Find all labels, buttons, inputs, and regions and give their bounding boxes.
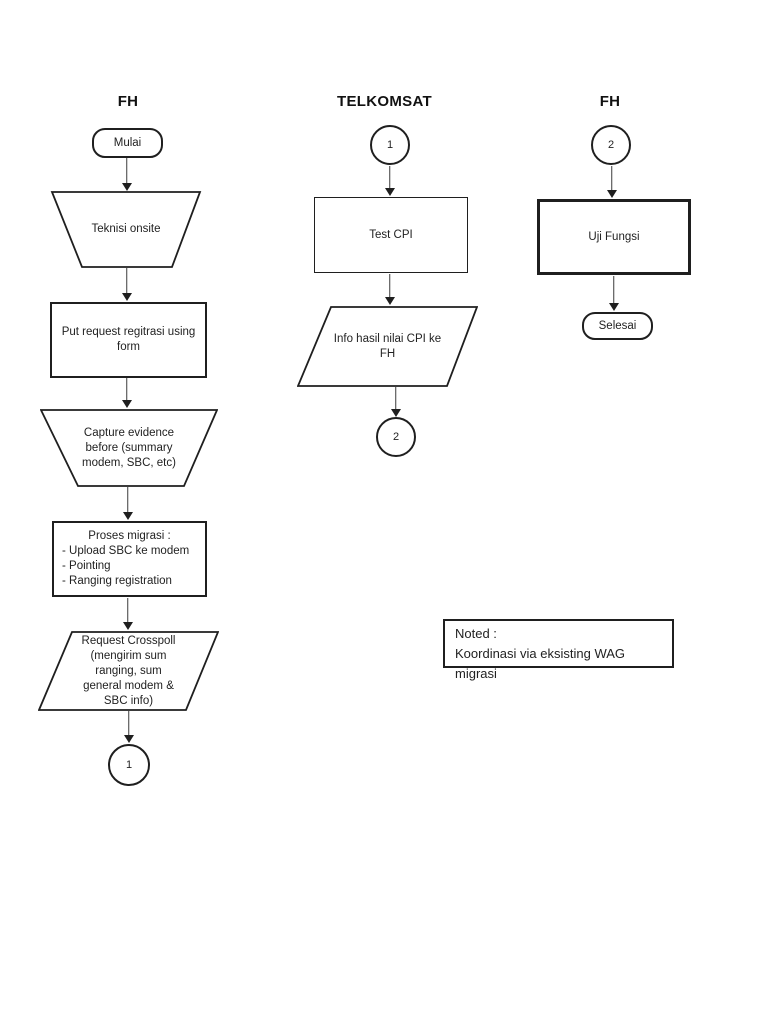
process-proses-migrasi: Proses migrasi : - Upload SBC ke modem -… <box>52 521 207 597</box>
node-label: Teknisi onsite <box>91 223 161 235</box>
connector-2-out: 2 <box>376 417 416 457</box>
arrow-head-icon <box>121 183 132 191</box>
note-box: Noted : Koordinasi via eksisting WAG mig… <box>443 619 674 681</box>
parallelogram-shape <box>38 631 219 711</box>
io-request-crosspoll: Request Crosspoll (mengirim sum ranging,… <box>38 631 219 711</box>
process-test-cpi: Test CPI <box>314 197 468 273</box>
arrow-line <box>388 274 391 298</box>
process-title: Proses migrasi : <box>88 530 171 542</box>
arrow-head-icon <box>390 409 401 417</box>
arrow-line <box>394 387 397 410</box>
flow-arrow <box>122 598 133 630</box>
process-put-request: Put request regitrasi using form <box>50 302 207 378</box>
terminator-end: Selesai <box>582 312 653 340</box>
node-label: Capture evidence before (summary modem, … <box>82 426 176 469</box>
arrow-line <box>388 166 391 189</box>
connector-2-in: 2 <box>591 125 631 165</box>
manual-op-teknisi-onsite: Teknisi onsite <box>50 191 202 268</box>
node-label: Request Crosspoll (mengirim sum ranging,… <box>81 634 176 707</box>
flow-arrow <box>121 268 132 301</box>
lane-header-fh-left: FH <box>117 93 139 110</box>
arrow-head-icon <box>384 188 395 196</box>
arrow-line <box>126 598 129 623</box>
flow-arrow <box>390 387 401 417</box>
flow-arrow <box>121 158 132 191</box>
arrow-head-icon <box>384 297 395 305</box>
arrow-line <box>127 711 130 736</box>
process-uji-fungsi: Uji Fungsi <box>537 199 691 275</box>
flow-arrow <box>606 166 617 198</box>
flow-arrow <box>384 274 395 305</box>
io-info-hasil: Info hasil nilai CPI ke FH <box>297 306 478 387</box>
flow-arrow <box>384 166 395 196</box>
arrow-head-icon <box>121 400 132 408</box>
trapezoid-shape <box>40 409 218 487</box>
parallelogram-shape <box>297 306 478 387</box>
lane-header-fh-right: FH <box>599 93 621 110</box>
note-title: Noted : <box>455 626 497 641</box>
flow-arrow <box>608 276 619 311</box>
arrow-line <box>125 158 128 184</box>
connector-1-in: 1 <box>370 125 410 165</box>
arrow-head-icon <box>122 512 133 520</box>
flow-arrow <box>123 711 134 743</box>
process-item: - Upload SBC ke modem <box>62 545 190 557</box>
node-label: Info hasil nilai CPI ke FH <box>333 332 442 360</box>
arrow-line <box>125 268 128 294</box>
arrow-line <box>612 276 615 304</box>
process-item: - Pointing <box>62 560 111 572</box>
connector-1-out: 1 <box>108 744 150 786</box>
arrow-head-icon <box>606 190 617 198</box>
arrow-line <box>610 166 613 191</box>
flow-arrow <box>122 487 133 520</box>
trapezoid-shape <box>50 191 202 268</box>
lane-header-telkomsat: TELKOMSAT <box>337 93 432 110</box>
process-item: - Ranging registration <box>62 575 172 587</box>
flow-arrow <box>121 378 132 408</box>
arrow-head-icon <box>608 303 619 311</box>
arrow-head-icon <box>122 622 133 630</box>
note-body: Koordinasi via eksisting WAG migrasi <box>455 646 626 681</box>
arrow-head-icon <box>121 293 132 301</box>
arrow-line <box>125 378 128 401</box>
arrow-head-icon <box>123 735 134 743</box>
arrow-line <box>126 487 129 513</box>
manual-op-capture-evidence: Capture evidence before (summary modem, … <box>40 409 218 487</box>
terminator-start: Mulai <box>92 128 163 158</box>
